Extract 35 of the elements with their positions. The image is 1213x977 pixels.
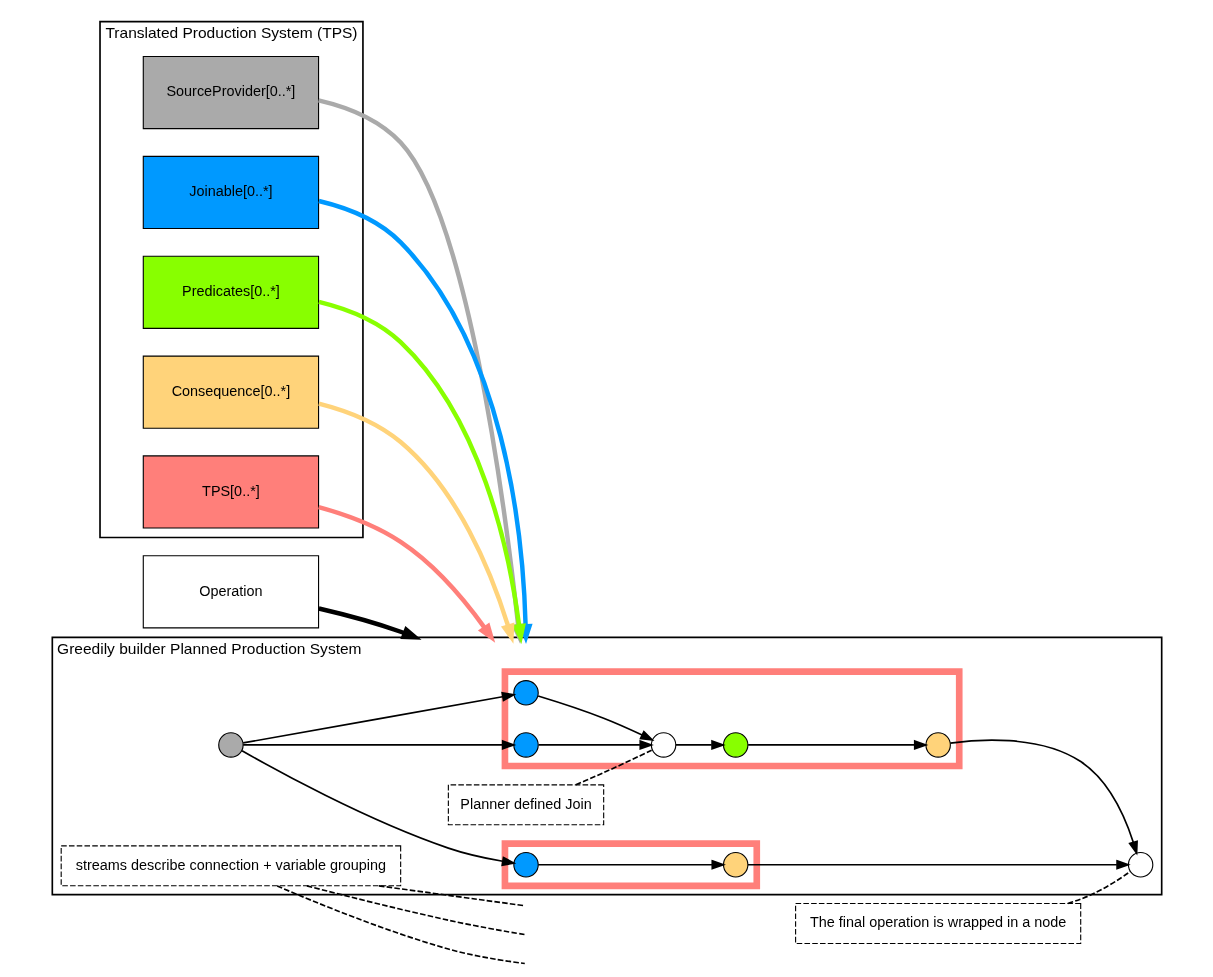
node-circle (722, 851, 748, 878)
connector (305, 885, 526, 936)
node-circle (650, 732, 676, 758)
arrow (536, 859, 726, 870)
arrow (746, 859, 1131, 870)
node-circle (512, 851, 539, 878)
arrow (746, 739, 928, 750)
node-circle (512, 680, 539, 706)
connector (377, 885, 526, 907)
node-circle (512, 732, 539, 758)
node-box: Predicates[0..*] (142, 255, 319, 329)
arrow (317, 505, 495, 643)
node-box: The final operation is wrapped in a node (794, 903, 1081, 945)
node-box: Consequence[0..*] (142, 355, 319, 429)
connector (1066, 870, 1131, 905)
arrow (241, 739, 516, 750)
node-circle (217, 732, 244, 758)
arrow (240, 749, 516, 867)
connector (275, 885, 526, 965)
arrow (948, 739, 1138, 856)
arrow (317, 606, 421, 640)
node-box: streams describe connection + variable grouping (60, 845, 401, 887)
node-circle (722, 732, 748, 758)
arrow (674, 739, 726, 750)
node-box: Joinable[0..*] (142, 155, 319, 230)
node-circle (1127, 851, 1153, 878)
arrow (536, 695, 654, 741)
node-box: Operation (142, 555, 319, 629)
node-box: Planner defined Join (447, 784, 604, 826)
node-box: SourceProvider[0..*] (142, 56, 319, 130)
node-box: TPS[0..*] (142, 455, 319, 529)
arrow (537, 739, 654, 750)
node-circle (924, 732, 951, 758)
arrow (317, 401, 514, 644)
arrow (241, 691, 516, 744)
